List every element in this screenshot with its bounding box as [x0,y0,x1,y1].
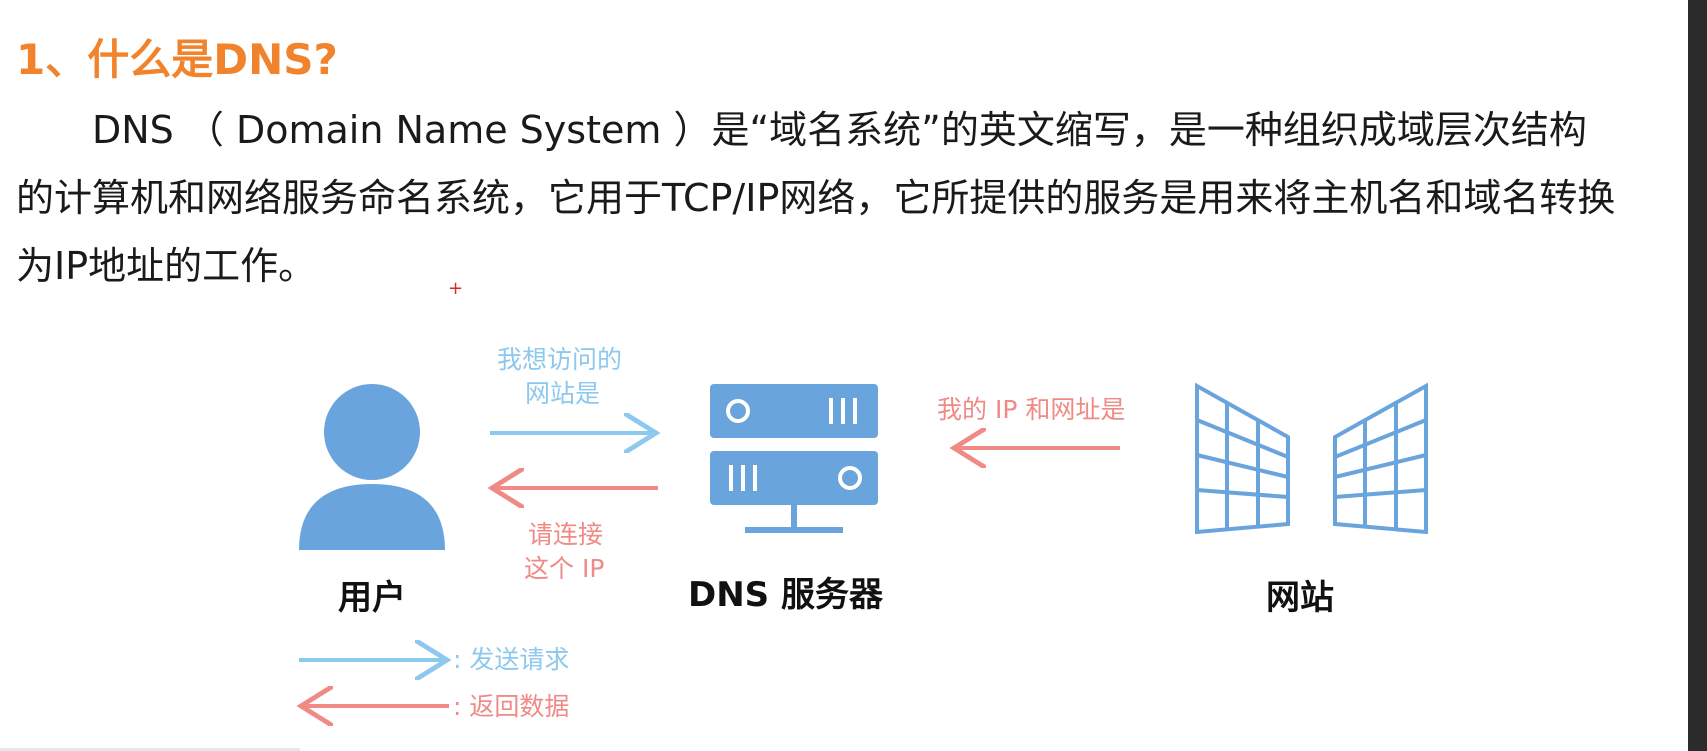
description-line-3: 为IP地址的工作。 [16,244,317,288]
dns-server-icon [710,384,878,533]
dns-server-label: DNS 服务器 [688,575,884,615]
reply-label: 请连接 这个 IP [524,520,605,583]
bottom-divider [0,748,300,751]
legend-send-label: : 发送请求 [453,645,570,674]
scrollbar[interactable] [1688,0,1707,751]
user-label: 用户 [338,578,406,618]
website-label-node: 网站 [1266,578,1334,618]
page-title: 1、什么是DNS? [16,35,338,84]
website-icon [1195,382,1428,535]
crosshair-cursor-icon: + [448,278,464,299]
description-line-2: 的计算机和网络服务命名系统，它用于TCP/IP网络，它所提供的服务是用来将主机名… [16,176,1616,220]
request-label: 我想访问的 网站是 [497,345,623,408]
description-line-1: DNS （ Domain Name System ）是“域名系统”的英文缩写，是… [92,108,1587,152]
dns-description: DNS （ Domain Name System ）是“域名系统”的英文缩写，是… [16,96,1615,300]
website-label: 我的 IP 和网址是 [937,395,1126,424]
legend-return-label: : 返回数据 [453,692,570,721]
user-icon [299,384,445,550]
